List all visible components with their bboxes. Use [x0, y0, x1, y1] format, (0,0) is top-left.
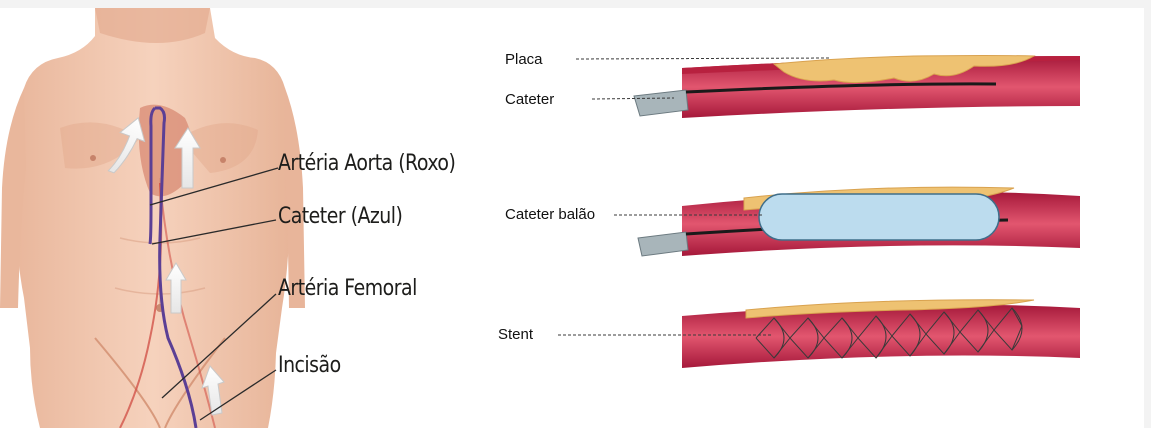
- vessel-stent: [682, 300, 1080, 368]
- label-balloon-catheter: Cateter balão: [505, 206, 595, 223]
- body-figure-panel: Artéria Aorta (Roxo) Cateter (Azul) Arté…: [0, 8, 474, 428]
- label-femoral-artery: Artéria Femoral: [278, 276, 417, 301]
- label-plaque: Placa: [505, 51, 543, 68]
- torso: [16, 8, 290, 428]
- catheter-sheath-2: [638, 232, 688, 256]
- label-catheter-blue: Cateter (Azul): [278, 204, 402, 229]
- catheter-sheath-1: [634, 90, 688, 116]
- label-incision: Incisão: [278, 353, 341, 378]
- balloon: [759, 194, 999, 240]
- label-aorta: Artéria Aorta (Roxo): [278, 151, 455, 176]
- label-stent: Stent: [498, 326, 533, 343]
- label-catheter: Cateter: [505, 91, 554, 108]
- body-illustration: [0, 8, 474, 428]
- vessel-plaque: [634, 56, 1080, 119]
- vessel-diagram-panel: Placa Cateter Cateter balão Stent: [474, 8, 1144, 428]
- vessel-balloon: [638, 187, 1080, 256]
